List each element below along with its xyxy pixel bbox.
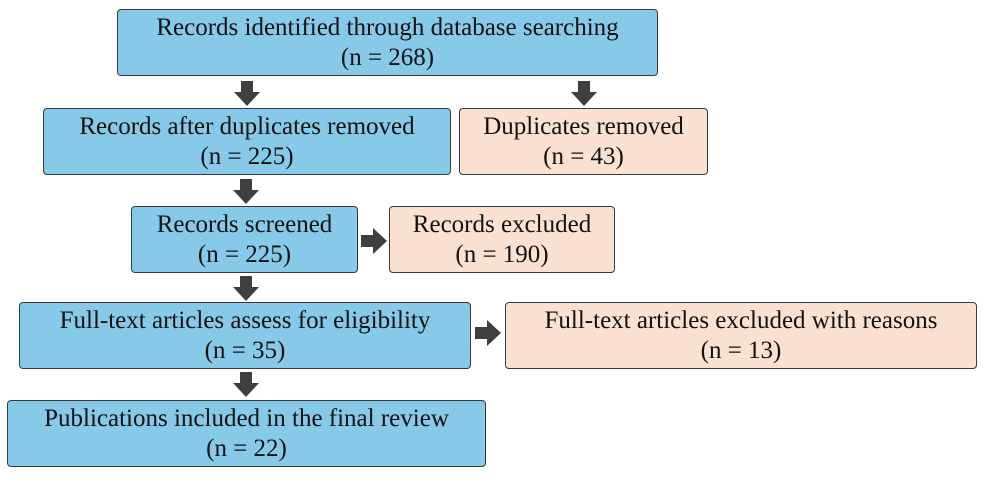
fulltext-assessed-box: Full-text articles assess for eligibilit…: [19, 302, 471, 369]
records-identified-box: Records identified through database sear…: [117, 9, 658, 76]
arrow-down-icon: [232, 79, 262, 109]
arrow-right-icon: [473, 318, 503, 348]
records-after-duplicates-box: Records after duplicates removed (n = 22…: [43, 108, 451, 175]
arrow-down-icon: [231, 177, 261, 207]
fulltext-excluded-count: (n = 13): [700, 336, 782, 364]
arrow-down-icon: [231, 370, 261, 400]
arrow-right-icon: [359, 226, 389, 256]
fulltext-assessed-count: (n = 35): [204, 336, 286, 364]
duplicates-removed-count: (n = 43): [543, 142, 624, 170]
fulltext-excluded-box: Full-text articles excluded with reasons…: [505, 302, 977, 369]
arrow-down-icon: [569, 79, 599, 109]
records-identified-count: (n = 268): [340, 43, 435, 71]
records-after-duplicates-title: Records after duplicates removed: [79, 112, 415, 140]
records-excluded-box: Records excluded (n = 190): [389, 206, 615, 273]
publications-included-title: Publications included in the final revie…: [44, 404, 449, 432]
records-excluded-count: (n = 190): [455, 240, 549, 268]
duplicates-removed-title: Duplicates removed: [483, 112, 684, 140]
arrow-down-icon: [231, 274, 261, 304]
publications-included-count: (n = 22): [206, 434, 287, 462]
records-screened-count: (n = 225): [197, 240, 292, 268]
records-excluded-title: Records excluded: [412, 210, 592, 238]
fulltext-assessed-title: Full-text articles assess for eligibilit…: [59, 306, 431, 334]
records-screened-title: Records screened: [156, 210, 333, 238]
publications-included-box: Publications included in the final revie…: [7, 400, 486, 467]
fulltext-excluded-title: Full-text articles excluded with reasons: [544, 306, 938, 334]
records-screened-box: Records screened (n = 225): [131, 206, 358, 273]
records-after-duplicates-count: (n = 225): [200, 142, 294, 170]
duplicates-removed-box: Duplicates removed (n = 43): [459, 108, 708, 175]
records-identified-title: Records identified through database sear…: [156, 13, 619, 41]
